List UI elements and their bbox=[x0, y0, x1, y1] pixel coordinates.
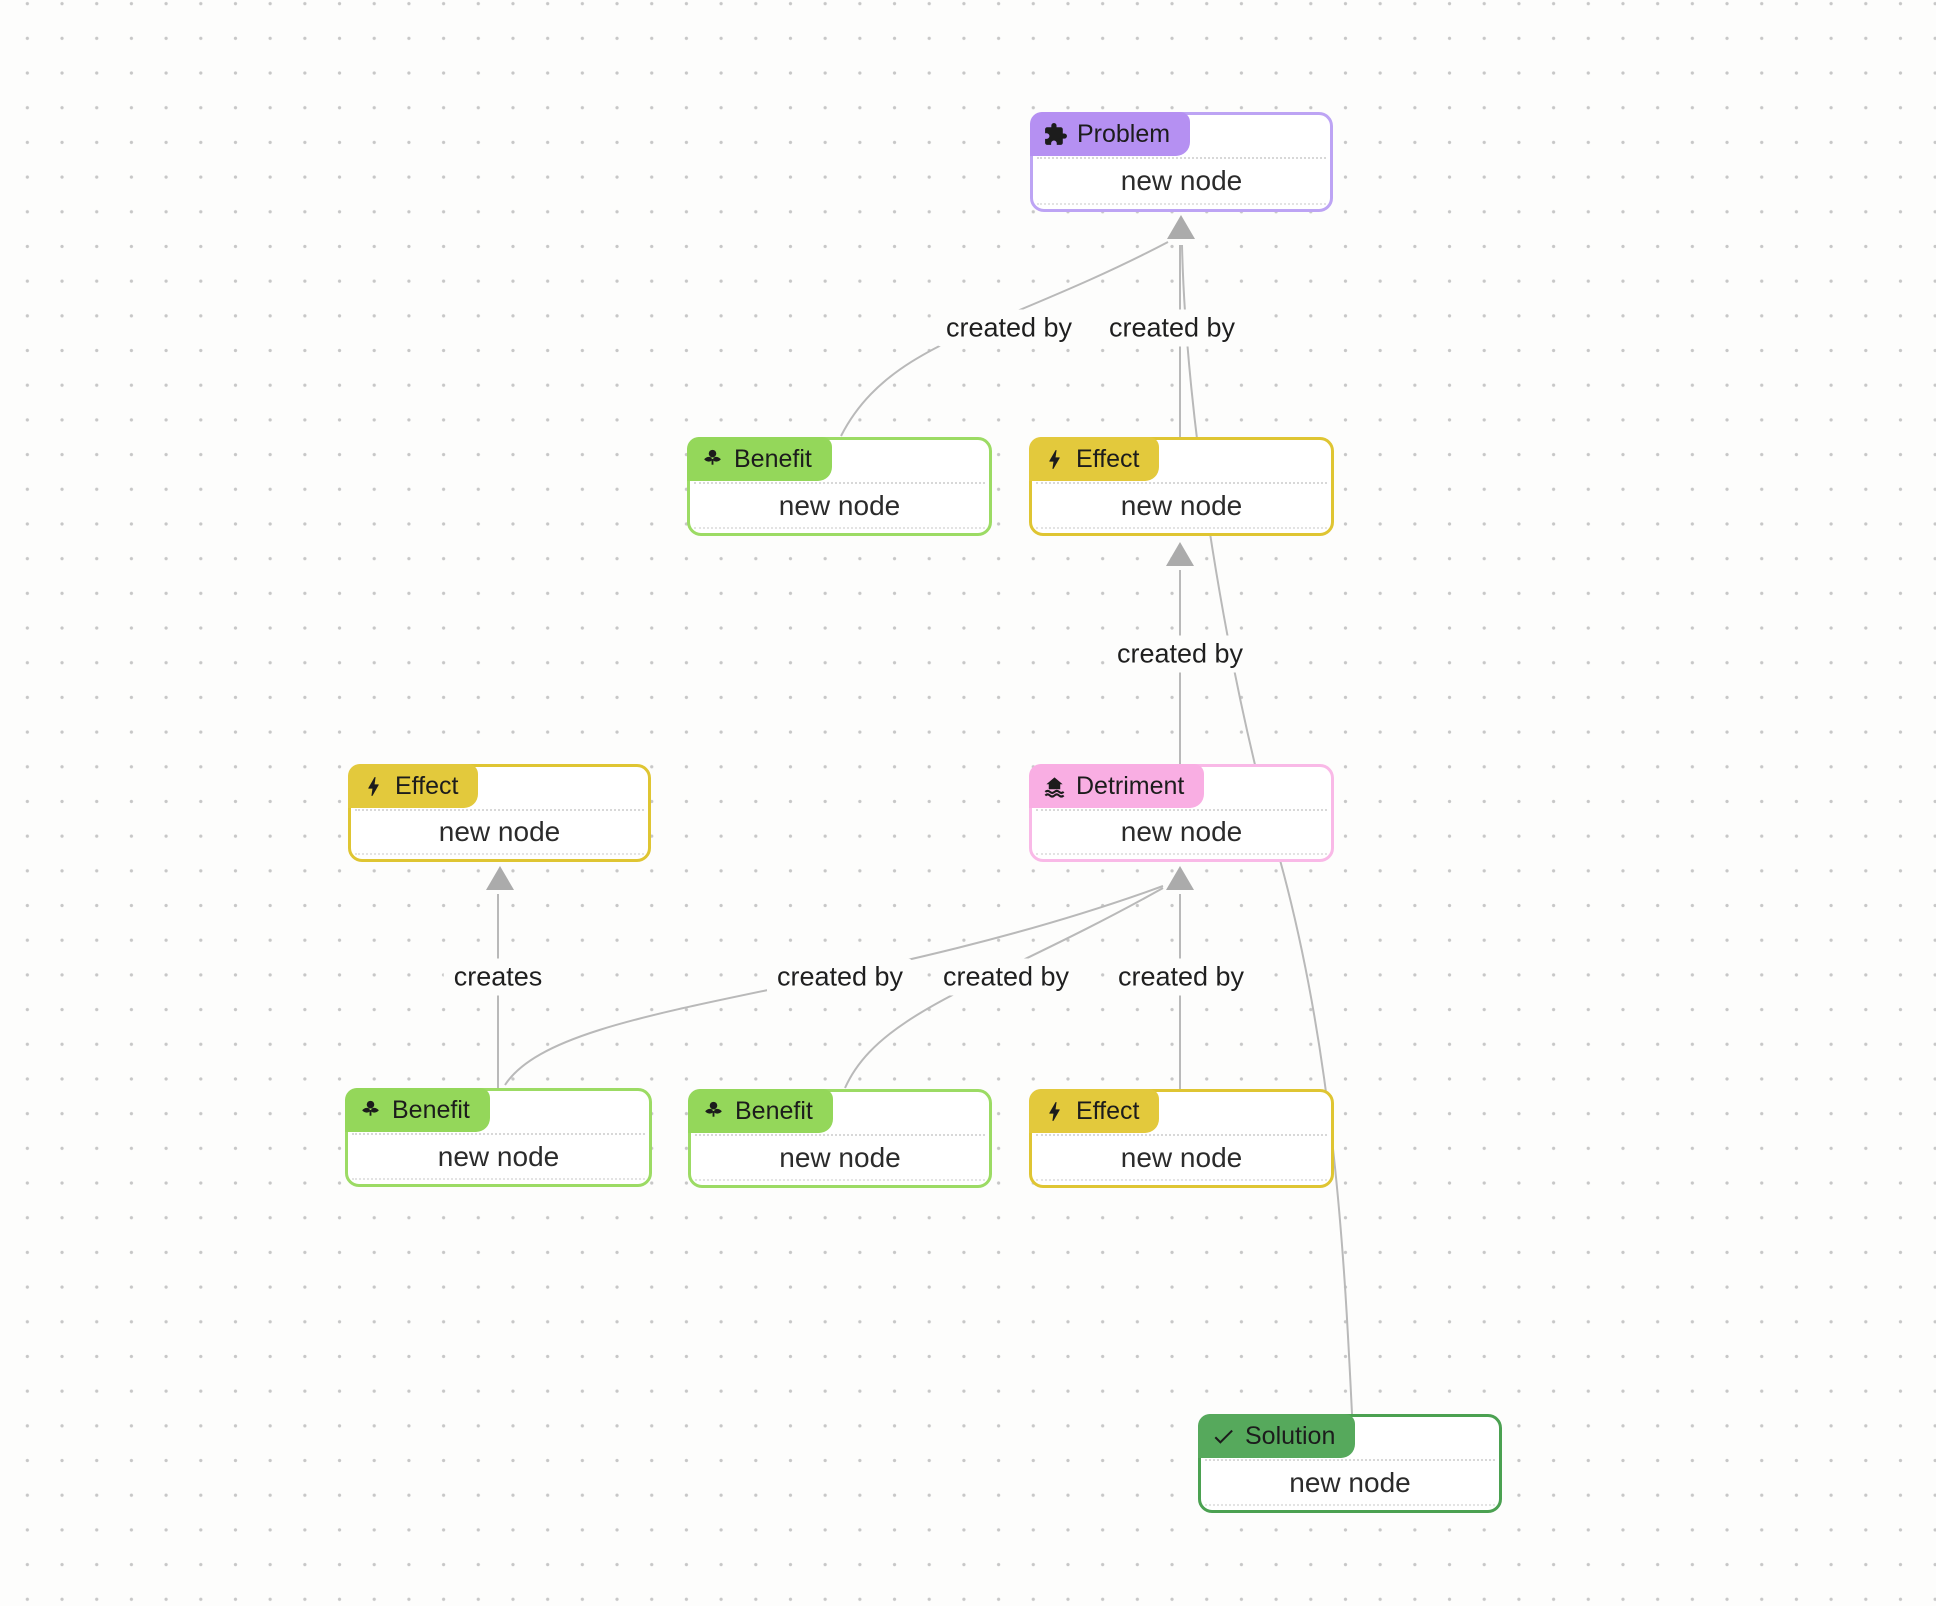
node-type-label: Solution bbox=[1245, 1421, 1336, 1450]
node-type-label: Effect bbox=[1076, 444, 1140, 473]
arrowhead-icon bbox=[1166, 866, 1194, 890]
node-type-label: Effect bbox=[1076, 1096, 1140, 1125]
node-type-badge: Solution bbox=[1198, 1414, 1356, 1458]
node-detriment-mid[interactable]: Detriment new node bbox=[1029, 764, 1334, 862]
bolt-icon bbox=[361, 774, 386, 799]
edge-label-benefit-left-to-detriment[interactable]: created by bbox=[766, 958, 914, 996]
flower-icon bbox=[700, 447, 725, 472]
flower-icon bbox=[701, 1099, 726, 1124]
node-problem-top[interactable]: Problem new node bbox=[1030, 112, 1333, 212]
node-title[interactable]: new node bbox=[355, 809, 644, 855]
node-type-badge: Problem bbox=[1030, 112, 1191, 156]
edge-label-detriment-to-effect-upper[interactable]: created by bbox=[1106, 635, 1254, 673]
arrowhead-icon bbox=[1166, 542, 1194, 566]
node-title[interactable]: new node bbox=[695, 1134, 985, 1181]
node-effect-bottom[interactable]: Effect new node bbox=[1029, 1089, 1334, 1188]
node-type-label: Benefit bbox=[734, 444, 812, 473]
flood-icon bbox=[1042, 774, 1067, 799]
node-benefit-left[interactable]: Benefit new node bbox=[345, 1088, 652, 1187]
arrowhead-icon bbox=[1167, 215, 1195, 239]
flower-icon bbox=[358, 1098, 383, 1123]
node-title[interactable]: new node bbox=[1036, 809, 1327, 855]
node-type-badge: Effect bbox=[1029, 437, 1160, 481]
node-type-label: Effect bbox=[395, 771, 459, 800]
node-type-badge: Detriment bbox=[1029, 764, 1205, 808]
node-type-label: Benefit bbox=[392, 1095, 470, 1124]
node-type-badge: Benefit bbox=[688, 1089, 833, 1133]
edge-label-benefit-left-to-effect-left[interactable]: creates bbox=[443, 958, 553, 996]
bolt-icon bbox=[1042, 1099, 1067, 1124]
node-type-badge: Effect bbox=[348, 764, 479, 808]
node-type-label: Detriment bbox=[1076, 771, 1185, 800]
node-solution-bottom[interactable]: Solution new node bbox=[1198, 1414, 1502, 1513]
edge-benefit-left-to-detriment[interactable] bbox=[504, 885, 1164, 1086]
node-effect-left[interactable]: Effect new node bbox=[348, 764, 651, 862]
node-type-badge: Effect bbox=[1029, 1089, 1160, 1133]
node-type-badge: Benefit bbox=[345, 1088, 490, 1132]
node-title[interactable]: new node bbox=[1205, 1459, 1495, 1506]
arrowhead-icon bbox=[486, 866, 514, 890]
node-benefit-upper[interactable]: Benefit new node bbox=[687, 437, 992, 536]
puzzle-icon bbox=[1043, 122, 1068, 147]
node-type-badge: Benefit bbox=[687, 437, 832, 481]
node-effect-upper[interactable]: Effect new node bbox=[1029, 437, 1334, 536]
node-type-label: Problem bbox=[1077, 119, 1171, 148]
edge-label-effect-bottom-to-detriment[interactable]: created by bbox=[1107, 958, 1255, 996]
node-title[interactable]: new node bbox=[1037, 157, 1326, 205]
node-benefit-mid[interactable]: Benefit new node bbox=[688, 1089, 992, 1188]
bolt-icon bbox=[1042, 447, 1067, 472]
node-title[interactable]: new node bbox=[694, 482, 985, 529]
edge-label-benefit-upper-to-problem[interactable]: created by bbox=[935, 309, 1083, 347]
node-title[interactable]: new node bbox=[1036, 482, 1327, 529]
node-type-label: Benefit bbox=[735, 1096, 813, 1125]
edge-label-effect-upper-to-problem[interactable]: created by bbox=[1098, 309, 1246, 347]
edge-label-benefit-mid-to-detriment[interactable]: created by bbox=[932, 958, 1080, 996]
node-title[interactable]: new node bbox=[352, 1133, 645, 1180]
node-title[interactable]: new node bbox=[1036, 1134, 1327, 1181]
check-icon bbox=[1211, 1424, 1236, 1449]
